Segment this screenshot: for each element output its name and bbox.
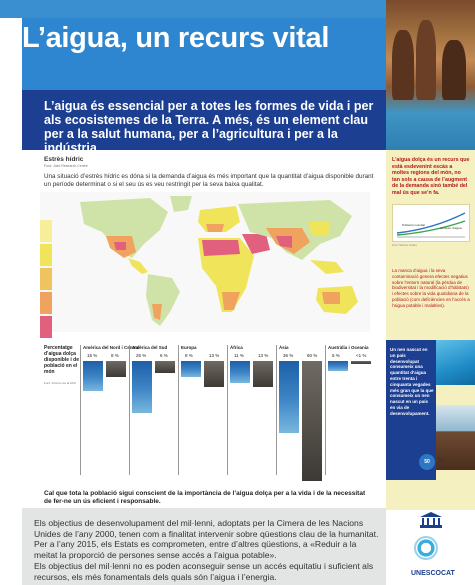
unescocat-logo: UNESCOCAT xyxy=(411,570,455,577)
region-water-value: 26 % xyxy=(136,353,147,358)
region-water-value: 15 % xyxy=(87,353,98,358)
growth-chart-label-water: Consum d’aigua xyxy=(440,226,462,230)
subtitle-block xyxy=(22,90,386,150)
region-column: Austràlia i Oceania 5 % <1 % xyxy=(325,345,374,475)
map-africa xyxy=(198,238,254,312)
map-africa-stress xyxy=(202,240,240,256)
bottom-note: Cal que tota la població sigui conscient… xyxy=(44,490,366,505)
growth-line-water xyxy=(396,212,466,234)
legend-swatch-3 xyxy=(40,268,52,290)
region-population-value: 13 % xyxy=(258,353,269,358)
map-south-america-stress xyxy=(152,304,162,320)
population-bar xyxy=(204,361,224,387)
percentages-source: Font: Informe de la FAO xyxy=(44,381,77,385)
growth-chart xyxy=(392,204,470,242)
population-bar xyxy=(302,361,322,481)
population-bar xyxy=(351,361,371,364)
top-band xyxy=(0,0,475,18)
region-column: Àsia 36 % 60 % xyxy=(276,345,325,481)
water-bar xyxy=(279,361,299,433)
region-water-value: 11 % xyxy=(234,353,244,358)
region-column: Àfrica 11 % 13 % xyxy=(227,345,276,475)
map-north-america-stress-2 xyxy=(114,242,126,250)
region-name: Àfrica xyxy=(230,345,243,350)
region-water-value: 36 % xyxy=(283,353,294,358)
page-number: 50 xyxy=(419,454,435,470)
page-title: L’aigua, un recurs vital xyxy=(22,22,330,54)
mdg-block xyxy=(22,508,386,585)
water-bar xyxy=(328,361,348,371)
map-greenland xyxy=(170,196,192,212)
region-name: Austràlia i Oceania xyxy=(328,345,369,350)
world-water-stress-map xyxy=(40,192,370,332)
region-population-value: 13 % xyxy=(209,353,220,358)
population-bar xyxy=(155,361,175,373)
legend-swatch-4 xyxy=(40,292,52,314)
region-column: Europa 8 % 13 % xyxy=(178,345,227,475)
water-stress-heading: Estrès hídric xyxy=(44,156,84,163)
map-middle-east xyxy=(242,234,270,254)
percentages-label: Percentatge d’aigua dolça disponible i d… xyxy=(44,345,80,375)
region-name: Amèrica del Sud xyxy=(132,345,168,350)
children-photo xyxy=(386,0,475,150)
water-bar xyxy=(132,361,152,413)
page-mark: 51 xyxy=(438,458,445,464)
water-decade-logo-icon xyxy=(414,536,438,560)
mdg-paragraph-1: Els objectius de desenvolupament del mil… xyxy=(34,518,379,560)
water-bar xyxy=(83,361,103,391)
map-legend xyxy=(40,220,52,340)
water-bar xyxy=(230,361,250,383)
title-block xyxy=(22,18,386,90)
water-bar xyxy=(181,361,201,377)
map-africa-south xyxy=(222,292,240,310)
region-column: Amèrica del Nord i Central 15 % 8 % xyxy=(80,345,140,475)
map-europe-stress xyxy=(206,224,224,232)
page-subtitle: L’aigua és essencial per a totes les for… xyxy=(44,99,374,155)
water-stress-source: Font: Joint Research Centre xyxy=(44,164,88,168)
right-column-text-2: La manca d’aigua i la seva contaminació … xyxy=(392,268,470,308)
growth-line-population xyxy=(396,220,466,236)
map-north-america xyxy=(80,198,168,258)
map-australia-stress xyxy=(322,292,340,304)
legend-swatch-1 xyxy=(40,220,52,242)
water-stress-text: Una situació d’estrès hídric es dóna si … xyxy=(44,173,374,188)
region-population-value: <1 % xyxy=(356,353,367,358)
child-photo xyxy=(436,405,475,470)
map-central-america xyxy=(128,258,148,274)
region-population-value: 60 % xyxy=(307,353,318,358)
map-southeast-asia xyxy=(310,260,344,274)
growth-chart-source: Font: Nacions Unides xyxy=(392,244,417,247)
legend-swatch-5 xyxy=(40,316,52,338)
unesco-temple-icon xyxy=(420,512,442,528)
region-water-value: 8 % xyxy=(185,353,193,358)
region-population-value: 8 % xyxy=(111,353,119,358)
growth-chart-label-population: Població mundial xyxy=(402,223,425,227)
population-bar xyxy=(106,361,126,377)
region-name: Europa xyxy=(181,345,197,350)
region-column: Amèrica del Sud 26 % 6 % xyxy=(129,345,178,475)
region-name: Amèrica del Nord i Central xyxy=(83,345,140,350)
right-column-text-1: L’aigua dolça és un recurs que està esde… xyxy=(392,157,470,196)
legend-swatch-2 xyxy=(40,244,52,266)
region-population-value: 6 % xyxy=(160,353,168,358)
growth-chart-svg xyxy=(396,212,466,238)
right-column-text-3: Un nen nascut en un país desenvolupat co… xyxy=(390,347,434,416)
swimming-child-photo xyxy=(436,340,475,385)
map-east-asia-stress xyxy=(308,222,330,236)
mdg-paragraph-2: Els objectius del mil·lenni no es poden … xyxy=(34,561,374,582)
region-name: Àsia xyxy=(279,345,289,350)
region-water-value: 5 % xyxy=(332,353,340,358)
map-asia-stress-2 xyxy=(276,236,292,248)
population-bar xyxy=(253,361,273,387)
